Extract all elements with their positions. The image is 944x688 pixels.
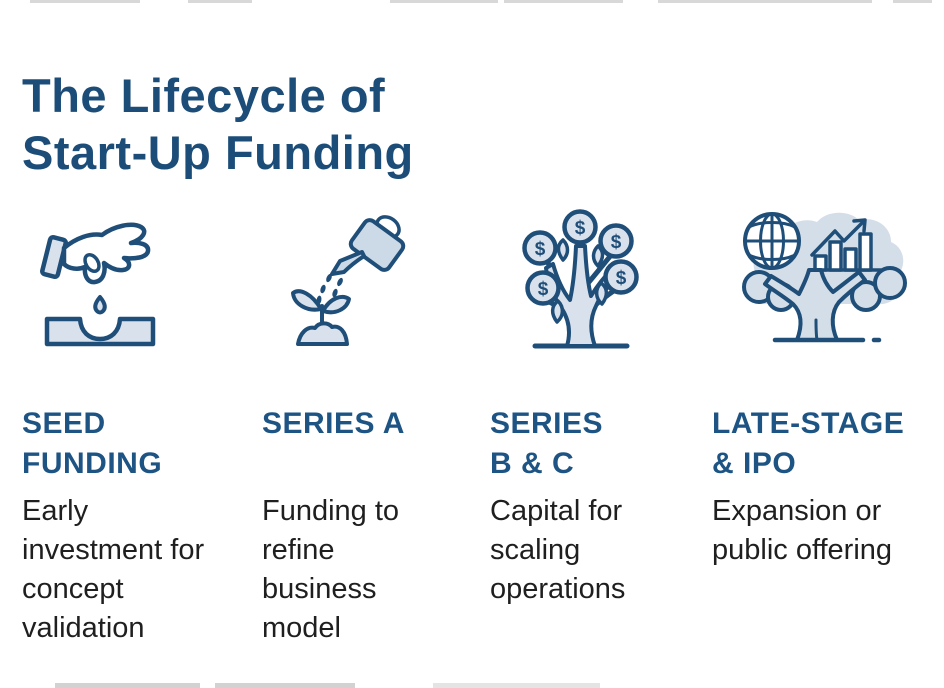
globe-chart-tree-icon (735, 208, 915, 348)
top-edge-artifact (188, 0, 252, 3)
stage-description: Capital for scaling operations (490, 495, 626, 605)
stage-heading: SEED FUNDING (22, 407, 163, 480)
money-tree-icon: $ $ $ $ $ (505, 208, 655, 353)
stage-column-series-b-c: $ $ $ $ $ SERIES B & C Capital for scali… (490, 0, 680, 688)
top-edge-artifact (504, 0, 623, 3)
bottom-edge-artifact (433, 683, 600, 688)
title-line-1: The Lifecycle of (22, 69, 386, 123)
hand-planting-seed-icon (40, 212, 160, 347)
stage-heading: SERIES A (262, 407, 405, 440)
svg-text:$: $ (535, 239, 546, 260)
stage-column-seed-funding: SEED FUNDING Early investment for concep… (22, 0, 227, 688)
top-edge-artifact (658, 0, 872, 3)
bottom-edge-artifact (55, 683, 200, 688)
watering-can-sprout-icon (288, 214, 408, 346)
stage-column-late-stage-ipo: LATE-STAGE & IPO Expansion or public off… (712, 0, 927, 688)
svg-text:$: $ (611, 232, 622, 253)
stage-description: Expansion or public offering (712, 495, 893, 566)
stage-heading: SERIES B & C (490, 407, 604, 480)
stage-description: Funding to refine business model (262, 495, 400, 644)
stage-description: Early investment for concept validation (22, 495, 205, 644)
svg-text:$: $ (538, 279, 549, 300)
stage-heading: LATE-STAGE & IPO (712, 407, 905, 480)
stage-column-series-a: SERIES A Funding to refine business mode… (262, 0, 452, 688)
top-edge-artifact (390, 0, 498, 3)
title-line-2: Start-Up Funding (22, 126, 414, 180)
top-edge-artifact (30, 0, 140, 3)
svg-text:$: $ (616, 268, 627, 289)
svg-text:$: $ (575, 218, 586, 239)
top-edge-artifact (893, 0, 932, 3)
bottom-edge-artifact (215, 683, 355, 688)
